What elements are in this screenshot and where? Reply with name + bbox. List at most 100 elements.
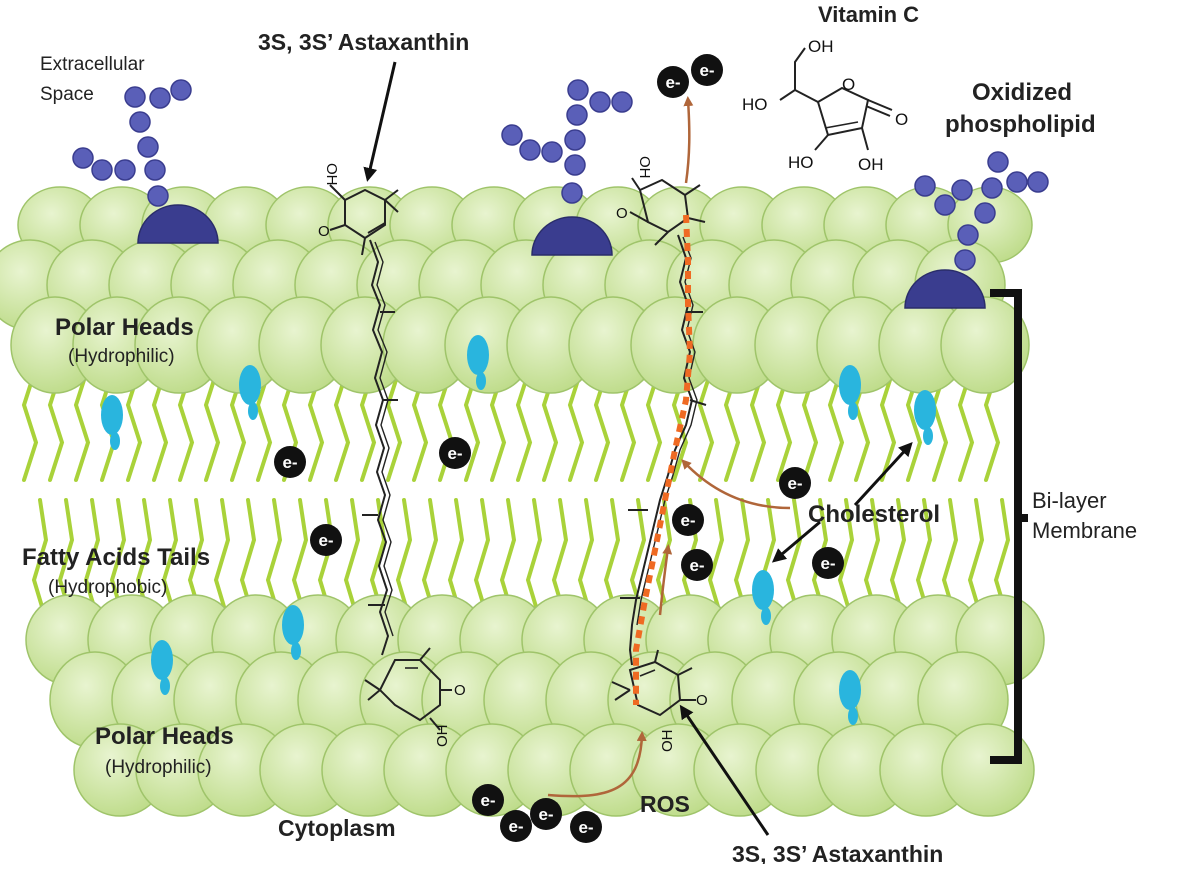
vitamin-c-ho-left: HO (742, 95, 768, 114)
electron-circle (691, 54, 723, 86)
cholesterol-molecule (839, 365, 861, 405)
electron: e- (570, 811, 602, 843)
sugar-bead (934, 194, 956, 216)
electron-label: e- (538, 805, 553, 824)
label-cholesterol: Cholesterol (808, 501, 940, 528)
polar-head (940, 296, 1030, 394)
ros-dashed-line (633, 214, 694, 705)
vitamin-c-carbonyl-o: O (895, 110, 908, 129)
pointer-cholesterol-upper (853, 442, 913, 507)
cholesterol-molecule (282, 605, 304, 645)
label-fatty-tails-sub: (Hydrophobic) (48, 577, 167, 598)
label-oxidized-2: phospholipid (945, 111, 1096, 138)
oxidized-phospholipid-heads (137, 204, 986, 309)
oxidized-phospholipid-head (904, 269, 986, 309)
arrow-cholesterol-side (681, 459, 791, 510)
astaxanthin-left-polyene-chain (369, 239, 390, 656)
arrow-chain-to-surface (683, 96, 694, 184)
electron: e- (672, 504, 704, 536)
label-astaxanthin-bottom: 3S, 3S’ Astaxanthin (732, 841, 943, 864)
astaxanthin-left-oh-top: OH (323, 163, 340, 186)
sugar-bead (137, 136, 159, 158)
astaxanthin-right-o-bottom: O (696, 692, 708, 709)
electron-label: e- (689, 556, 704, 575)
astaxanthin-right-oh-bottom: OH (659, 730, 676, 753)
pointer-astaxanthin-bottom (679, 704, 770, 836)
cholesterol-tail (110, 432, 120, 450)
electron: e- (500, 810, 532, 842)
cholesterol-molecule (467, 335, 489, 375)
oxidized-phospholipid-head (531, 216, 613, 256)
label-polar-heads-bottom-sub: (Hydrophilic) (105, 757, 212, 778)
label-bilayer-1: Bi-layer (1032, 488, 1107, 513)
electron-label: e- (318, 531, 333, 550)
electron-circle (672, 504, 704, 536)
electron: e- (779, 467, 811, 499)
electron-circle (500, 810, 532, 842)
electron-label: e- (282, 453, 297, 472)
bilayer-bracket (990, 289, 1028, 764)
sugar-bead (91, 159, 113, 181)
vitamin-c-ho-bottom: HO (788, 153, 814, 172)
electron-circle (812, 547, 844, 579)
electron-label: e- (447, 444, 462, 463)
sugar-bead (144, 159, 166, 181)
electron-circle (439, 437, 471, 469)
sugar-bead (72, 147, 94, 169)
sugar-bead (567, 79, 589, 101)
polar-heads-bottom-layer (25, 594, 1045, 817)
sugar-bead (957, 224, 979, 246)
electron: e- (691, 54, 723, 86)
pointer-astaxanthin-top (363, 61, 397, 182)
sugar-bead (914, 175, 936, 197)
label-astaxanthin-top: 3S, 3S’ Astaxanthin (258, 29, 469, 55)
electron-circle (274, 446, 306, 478)
label-bilayer-2: Membrane (1032, 518, 1137, 543)
sugar-bead (149, 87, 171, 109)
cholesterol-molecule (239, 365, 261, 405)
vitamin-c-ring-o: O (842, 75, 855, 94)
sugar-bead (114, 159, 136, 181)
sugar-bead (147, 185, 169, 207)
sugar-bead (611, 91, 633, 113)
electron-label: e- (665, 73, 680, 92)
electron-label: e- (820, 554, 835, 573)
diagram-labels: Extracellular Space 3S, 3S’ Astaxanthin … (22, 2, 1137, 867)
label-vitamin-c: Vitamin C (818, 2, 919, 27)
electron-label: e- (480, 791, 495, 810)
ros-path (633, 214, 694, 705)
cholesterol-tail (160, 677, 170, 695)
electron: e- (657, 66, 689, 98)
astaxanthin-atom-labels: OH O O OH OH O O OH (318, 156, 708, 752)
electron: e- (530, 798, 562, 830)
cholesterol-molecule (101, 395, 123, 435)
electron: e- (681, 549, 713, 581)
astaxanthin-left-o-bottom: O (454, 682, 466, 699)
astaxanthin-molecule-left (329, 184, 452, 731)
sugar-bead (954, 249, 976, 271)
electron-label: e- (680, 511, 695, 530)
label-extracellular-2: Space (40, 84, 94, 105)
cholesterol-tail (761, 607, 771, 625)
cholesterol-tail (291, 642, 301, 660)
sugar-bead (501, 124, 523, 146)
pointer-cholesterol-lower (771, 520, 821, 563)
label-ros: ROS (640, 791, 690, 817)
electron-circle (472, 784, 504, 816)
label-extracellular-1: Extracellular (40, 54, 145, 75)
vitamin-c-oh-bottom: OH (858, 155, 884, 174)
sugar-bead (124, 86, 146, 108)
oxidized-phospholipid-head (137, 204, 219, 244)
sugar-bead (541, 141, 563, 163)
cholesterol-molecule (914, 390, 936, 430)
cholesterol-molecule (151, 640, 173, 680)
label-oxidized-1: Oxidized (972, 79, 1072, 106)
electron-circle (530, 798, 562, 830)
cholesterol-tail (848, 707, 858, 725)
polar-head (941, 723, 1035, 817)
sugar-bead (1006, 171, 1028, 193)
vitamin-c-atom-labels: OH HO O O HO OH (742, 37, 908, 174)
astaxanthin-right-oh-top: OH (636, 156, 653, 179)
